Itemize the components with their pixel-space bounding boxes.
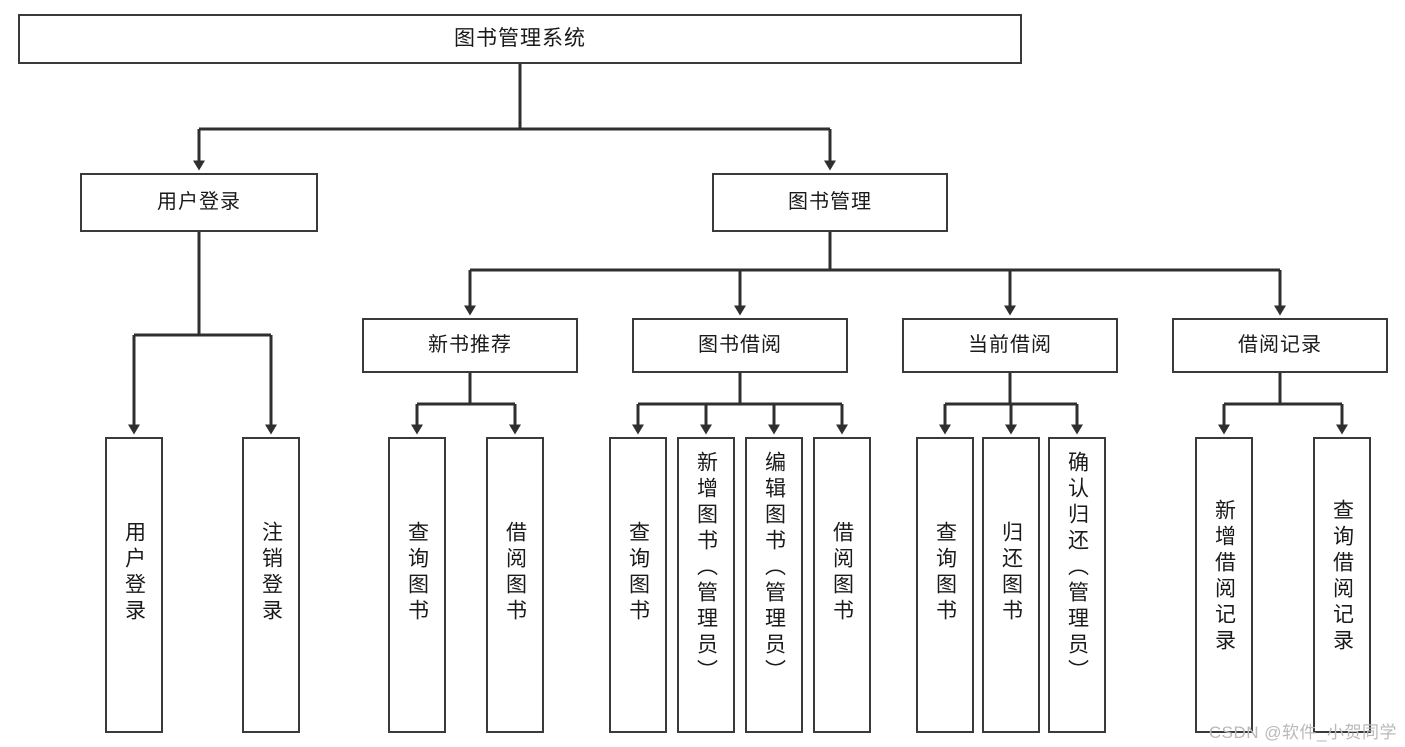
leaf-borrow-record-add[interactable]: 新增借阅记录 — [1195, 437, 1253, 733]
node-root-system[interactable]: 图书管理系统 — [18, 14, 1022, 64]
leaf-borrow-record-query[interactable]: 查询借阅记录 — [1313, 437, 1371, 733]
node-label: 用户登录 — [157, 191, 241, 213]
node-label: 查询图书 — [626, 521, 650, 625]
node-book-borrow[interactable]: 图书借阅 — [632, 318, 848, 373]
node-new-book-recommend[interactable]: 新书推荐 — [362, 318, 578, 373]
node-label: 确认归还（管理员） — [1065, 451, 1089, 685]
leaf-user-login-logout[interactable]: 注销登录 — [242, 437, 300, 733]
node-label: 新书推荐 — [428, 334, 512, 356]
leaf-new-book-borrow[interactable]: 借阅图书 — [486, 437, 544, 733]
node-label: 查询图书 — [933, 521, 957, 625]
leaf-book-borrow-borrow[interactable]: 借阅图书 — [813, 437, 871, 733]
node-label: 查询借阅记录 — [1330, 499, 1354, 655]
leaf-book-borrow-query[interactable]: 查询图书 — [609, 437, 667, 733]
node-label: 新增借阅记录 — [1212, 499, 1236, 655]
leaf-current-borrow-confirm-return[interactable]: 确认归还（管理员） — [1048, 437, 1106, 733]
csdn-watermark: CSDN @软件_小贺同学 — [1208, 723, 1397, 742]
node-current-borrow[interactable]: 当前借阅 — [902, 318, 1118, 373]
node-label: 图书管理系统 — [454, 26, 586, 50]
node-label: 借阅记录 — [1238, 334, 1322, 356]
leaf-book-borrow-edit[interactable]: 编辑图书（管理员） — [745, 437, 803, 733]
node-label: 图书借阅 — [698, 334, 782, 356]
node-label: 借阅图书 — [830, 521, 854, 625]
node-borrow-record[interactable]: 借阅记录 — [1172, 318, 1388, 373]
node-label: 查询图书 — [405, 521, 429, 625]
leaf-new-book-query[interactable]: 查询图书 — [388, 437, 446, 733]
node-label: 用户登录 — [122, 521, 146, 625]
node-label: 编辑图书（管理员） — [762, 451, 786, 685]
leaf-book-borrow-add[interactable]: 新增图书（管理员） — [677, 437, 735, 733]
node-book-management[interactable]: 图书管理 — [712, 173, 948, 232]
leaf-current-borrow-return[interactable]: 归还图书 — [982, 437, 1040, 733]
leaf-user-login-login[interactable]: 用户登录 — [105, 437, 163, 733]
node-label: 借阅图书 — [503, 521, 527, 625]
node-user-login[interactable]: 用户登录 — [80, 173, 318, 232]
node-label: 新增图书（管理员） — [694, 451, 718, 685]
node-label: 图书管理 — [788, 191, 872, 213]
node-label: 当前借阅 — [968, 334, 1052, 356]
node-label: 注销登录 — [259, 521, 283, 625]
node-label: 归还图书 — [999, 521, 1023, 625]
leaf-current-borrow-query[interactable]: 查询图书 — [916, 437, 974, 733]
